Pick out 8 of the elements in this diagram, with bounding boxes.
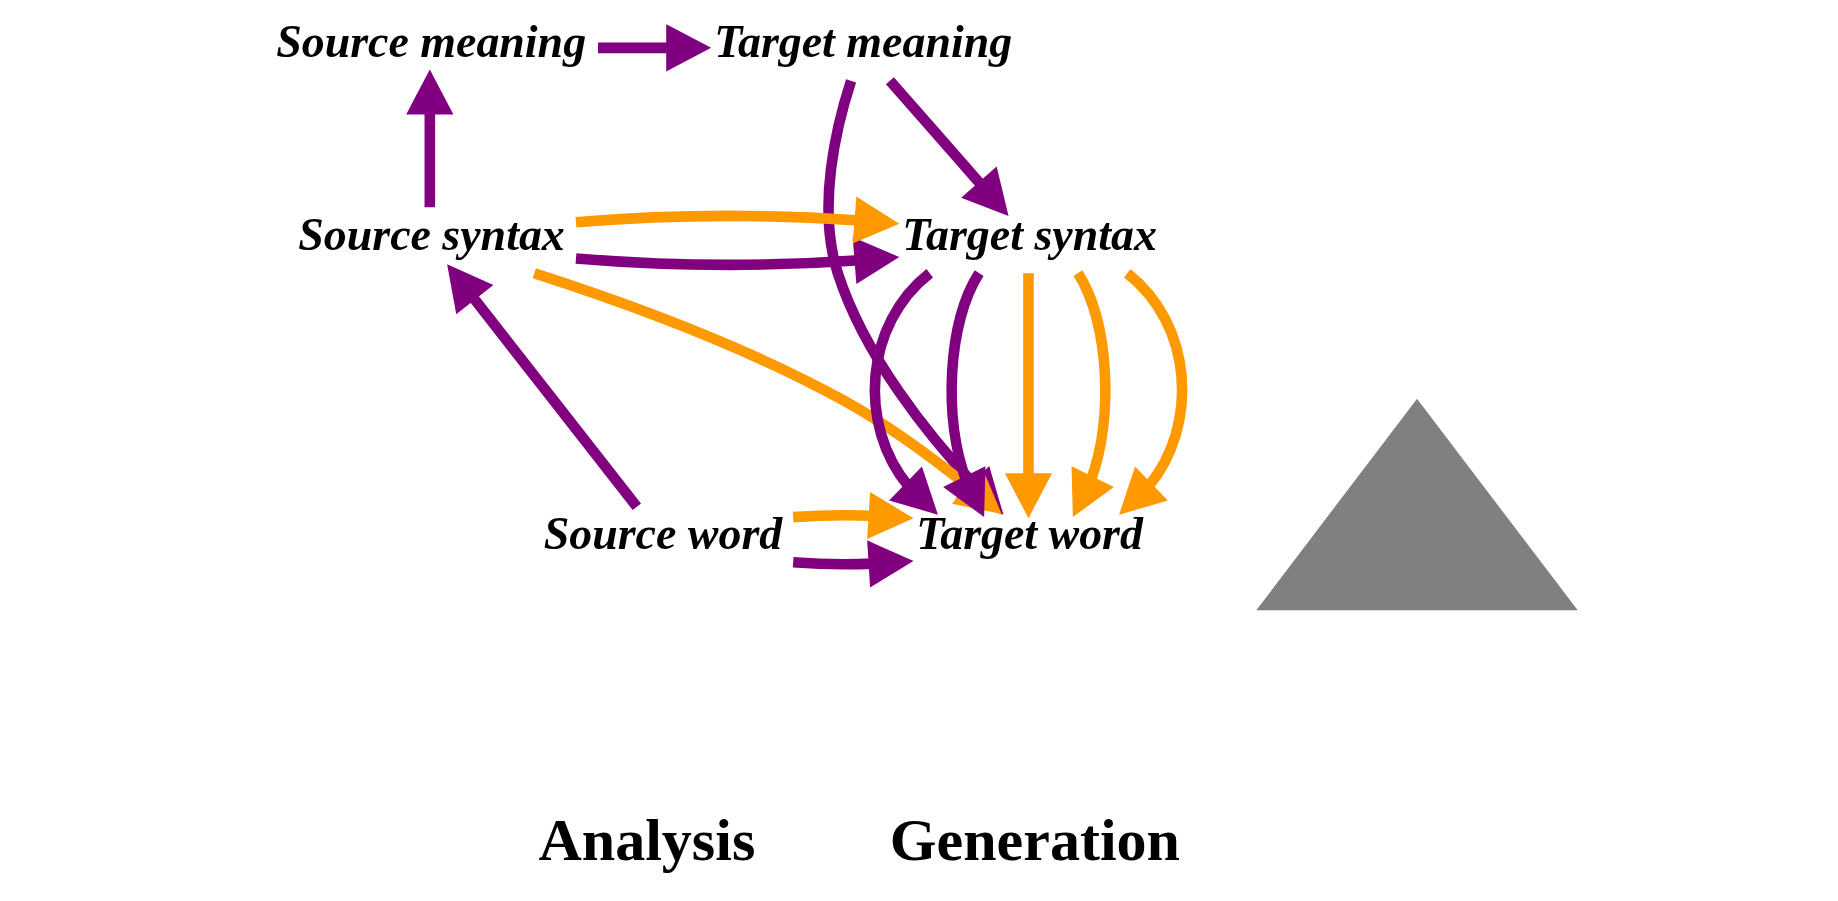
node-text: Source syntax — [298, 208, 565, 260]
node-text: Target word — [916, 508, 1143, 560]
label: Generation — [889, 805, 1180, 873]
node-text: Source word — [543, 508, 783, 560]
node-text: Target meaning — [714, 16, 1013, 68]
label: Analysis — [538, 805, 756, 873]
node-text: Target syntax — [902, 208, 1157, 260]
node-text: Source meaning — [276, 16, 587, 68]
